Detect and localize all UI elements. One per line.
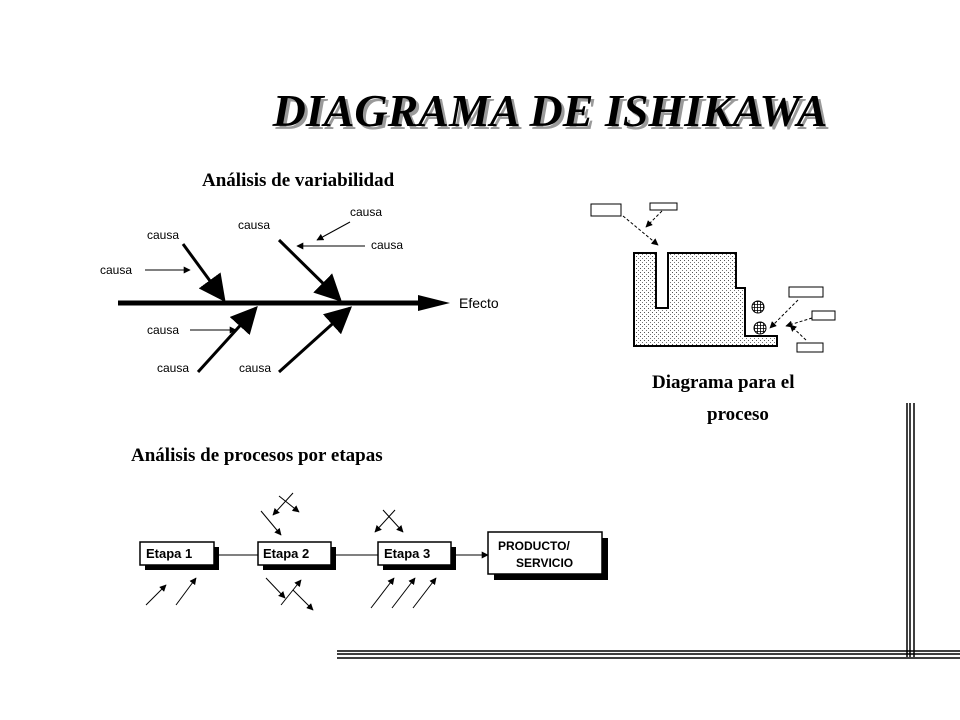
subcause-arrow-2 (316, 221, 351, 241)
cause-label: causa (238, 218, 270, 232)
process-tank (633, 252, 778, 347)
stage-cause-arrow (382, 509, 404, 533)
process-label-box (590, 203, 622, 217)
process-label-box (649, 202, 678, 211)
process-label-box (788, 286, 824, 298)
bone-lower-1 (196, 305, 258, 374)
stage-label: Etapa 2 (263, 546, 309, 561)
stage-cause-arrow (175, 577, 197, 606)
stage-box (257, 541, 332, 566)
fishbone-spine-arrowhead (418, 295, 450, 311)
fishbone-heading: Análisis de variabilidad (202, 170, 395, 191)
bone-upper-2 (277, 238, 342, 302)
product-label-line2: SERVICIO (516, 556, 573, 570)
stage-cause-arrow (280, 579, 302, 606)
stage-cause-arrow (272, 492, 294, 516)
stage-cause-arrow (370, 577, 395, 609)
stage-label: Etapa 1 (146, 546, 192, 561)
slide-title: DIAGRAMA DE ISHIKAWA (272, 85, 828, 136)
cause-label: causa (147, 323, 179, 337)
process-label-box (796, 342, 824, 353)
stage-cause-arrow (391, 577, 416, 609)
process-valve (753, 321, 767, 335)
cause-label: causa (157, 361, 189, 375)
process-caption-line1: Diagrama para el (652, 372, 795, 393)
stage-label: Etapa 3 (384, 546, 430, 561)
product-label-line1: PRODUCTO/ (498, 539, 570, 553)
process-dashed-arrow (785, 317, 813, 328)
stage-cause-arrow (292, 589, 314, 611)
process-caption-line2: proceso (707, 404, 769, 425)
process-dashed-arrow (622, 215, 659, 246)
process-label-box (811, 310, 836, 321)
process-dashed-arrow (645, 210, 663, 228)
stage-box (139, 541, 215, 566)
process-dashed-arrow (769, 299, 799, 329)
cause-label: causa (147, 228, 179, 242)
stages-heading: Análisis de procesos por etapas (131, 445, 383, 466)
slide-frame-lines (337, 403, 960, 659)
stage-cause-arrow (265, 577, 286, 599)
stage-cause-arrow (374, 509, 396, 533)
bone-lower-2 (277, 306, 353, 374)
product-box (487, 531, 603, 575)
cause-label: causa (239, 361, 271, 375)
stage-cause-arrow (260, 510, 282, 536)
cause-label: causa (371, 238, 403, 252)
process-dashed-arrow (789, 324, 807, 341)
fishbone-diagram: Efecto causa causa causa causa causa cau… (100, 205, 499, 375)
stage-cause-arrow (278, 495, 300, 513)
stages-diagram: Etapa 1 Etapa 2 Etapa 3 PRODUCTO/ SERVIC… (139, 492, 608, 611)
cause-label: causa (350, 205, 382, 219)
bone-upper-1 (181, 243, 226, 303)
stage-box (377, 541, 452, 566)
effect-label: Efecto (459, 295, 499, 311)
stage-cause-arrow (412, 577, 437, 609)
process-diagram (590, 202, 836, 353)
stage-cause-arrow (145, 584, 167, 606)
cause-label: causa (100, 263, 132, 277)
process-valve (751, 300, 765, 314)
